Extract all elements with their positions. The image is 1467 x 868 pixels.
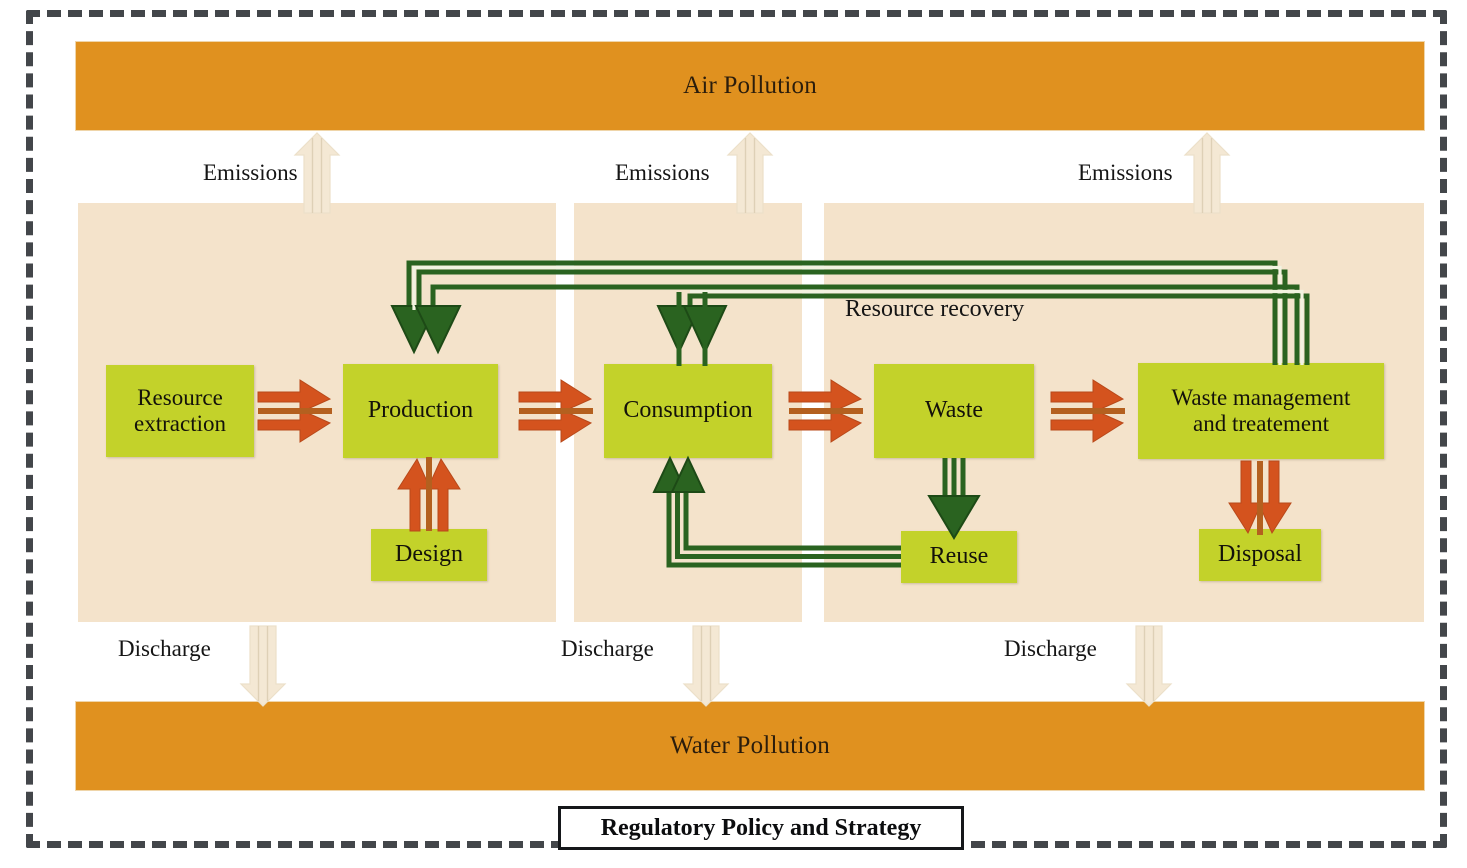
waste-management-label-line2: and treatement [1192,411,1329,436]
process-box-waste[interactable]: Waste [874,364,1034,458]
reuse-label: Reuse [929,543,989,570]
resource-extraction-label-line2: extraction [134,411,226,436]
process-box-disposal[interactable]: Disposal [1199,529,1321,581]
process-box-production[interactable]: Production [343,364,498,458]
label-emissions-waste: Emissions [1078,160,1173,185]
air-pollution-label: Air Pollution [683,72,817,99]
box-label-stack: Resource extraction [134,385,226,437]
air-pollution-bar: Air Pollution [76,42,1424,130]
process-box-reuse[interactable]: Reuse [901,531,1017,583]
label-discharge-waste: Discharge [1004,636,1097,661]
process-box-resource-extraction[interactable]: Resource extraction [106,365,254,457]
label-discharge-consumption: Discharge [561,636,654,661]
water-pollution-label: Water Pollution [670,732,830,759]
regulatory-policy-label: Regulatory Policy and Strategy [600,814,922,841]
waste-label: Waste [924,397,984,424]
process-box-consumption[interactable]: Consumption [604,364,772,458]
production-label: Production [367,397,474,424]
regulatory-policy-box: Regulatory Policy and Strategy [558,806,964,850]
resource-extraction-label-line1: Resource [137,384,223,410]
label-resource-recovery: Resource recovery [845,296,1025,322]
process-box-design[interactable]: Design [371,529,487,581]
label-discharge-production: Discharge [118,636,211,661]
box-label-stack: Waste management and treatement [1172,385,1351,437]
consumption-label: Consumption [623,397,753,424]
disposal-label: Disposal [1218,541,1302,568]
water-pollution-bar: Water Pollution [76,702,1424,790]
design-label: Design [395,541,463,568]
waste-management-label-line1: Waste management [1171,384,1351,410]
label-emissions-consumption: Emissions [615,160,710,185]
process-box-waste-management[interactable]: Waste management and treatement [1138,363,1384,459]
label-emissions-production: Emissions [203,160,298,185]
